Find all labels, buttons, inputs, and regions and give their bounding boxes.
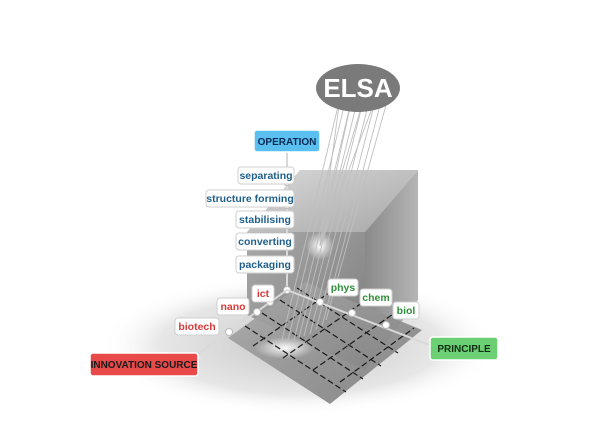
operation-item-label: stabilising <box>239 214 291 226</box>
operation-item-packaging: packaging <box>235 255 295 274</box>
operation-item-label: structure forming <box>206 193 294 205</box>
innovation-item-label: ict <box>257 288 270 300</box>
principle-header: PRINCIPLE <box>429 336 499 361</box>
operation-item-converting: converting <box>235 232 295 251</box>
operation-item-stabilising: stabilising <box>235 210 295 229</box>
elsa-hub-label: ELSA <box>323 73 393 103</box>
operation-item-structure-forming: structure forming <box>205 189 295 208</box>
operation-item-label: converting <box>238 236 292 248</box>
innovation-source-header: INNOVATION SOURCE <box>89 352 199 377</box>
principle-item-label: biol <box>397 305 416 317</box>
innovation-item-biotech: biotech <box>174 317 220 336</box>
principle-item-label: phys <box>331 282 356 294</box>
operation-header-label: OPERATION <box>258 137 317 148</box>
operation-header: OPERATION <box>253 129 321 153</box>
innovation-item-ict: ict <box>251 284 275 303</box>
innovation-item-labels: ict nano biotech <box>174 284 275 336</box>
principle-item-labels: phys chem biol <box>327 278 420 320</box>
operation-item-separating: separating <box>237 166 295 185</box>
operation-item-label: packaging <box>239 259 291 271</box>
innovation-item-label: biotech <box>178 321 215 333</box>
innovation-item-nano: nano <box>216 297 250 316</box>
operation-item-label: separating <box>239 170 292 182</box>
principle-item-phys: phys <box>327 278 359 297</box>
principle-axis <box>286 289 433 347</box>
floor-glow <box>255 337 315 359</box>
grid-floor <box>228 282 422 404</box>
innovation-source-header-label: INNOVATION SOURCE <box>91 360 198 371</box>
principle-header-label: PRINCIPLE <box>437 344 491 355</box>
principle-item-chem: chem <box>359 288 393 307</box>
elsa-hub: ELSA <box>316 64 400 112</box>
innovation-item-label: nano <box>220 301 245 313</box>
principle-nodes <box>316 298 390 329</box>
principle-item-biol: biol <box>392 301 420 320</box>
operation-item-labels: separating structure forming stabilising… <box>205 166 295 274</box>
principle-item-label: chem <box>362 292 389 304</box>
